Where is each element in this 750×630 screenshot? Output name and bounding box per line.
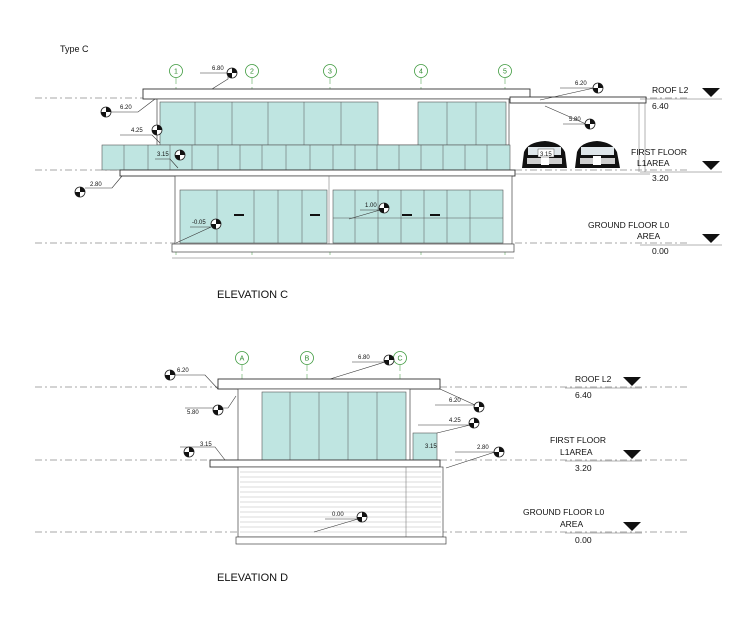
grid-bubble-1: 1 — [169, 64, 183, 78]
ground-cladding-hatch — [240, 467, 441, 537]
spot-level: 2.80 — [477, 445, 489, 451]
level-name: L1AREA — [637, 158, 670, 168]
grid-bubble-b: B — [300, 351, 314, 365]
spot-level: 3.15 — [425, 444, 437, 450]
carport-roof — [509, 96, 647, 104]
car-icon — [575, 141, 620, 168]
grid-bubble-5: 5 — [498, 64, 512, 78]
level-name: GROUND FLOOR L0 — [588, 220, 670, 230]
level-name: FIRST FLOOR — [631, 147, 687, 157]
spot-level: 1.00 — [365, 203, 377, 209]
level-name: FIRST FLOOR — [550, 435, 606, 445]
level-value: 0.00 — [652, 246, 669, 256]
roof-slab-d — [217, 378, 441, 390]
ground-glazing-left — [179, 189, 328, 244]
level-name: AREA — [637, 231, 660, 241]
level-name: ROOF L2 — [575, 374, 612, 384]
spot-level: 2.80 — [90, 182, 102, 188]
grid-bubble-4: 4 — [414, 64, 428, 78]
svg-text:2: 2 — [250, 69, 254, 76]
level-value: 3.20 — [652, 173, 669, 183]
grid-bubbles-c: 1 2 3 4 5 — [169, 64, 512, 78]
spot-level: 6.80 — [358, 355, 370, 361]
upper-glazing-left — [159, 101, 379, 146]
upper-glazing-right — [417, 101, 507, 146]
level-value: 3.20 — [575, 463, 592, 473]
level-name: ROOF L2 — [652, 85, 689, 95]
grid-bubbles-d: A B C — [235, 351, 407, 365]
svg-text:3: 3 — [328, 69, 332, 76]
level-value: 6.40 — [575, 390, 592, 400]
level-value: 0.00 — [575, 535, 592, 545]
svg-text:4: 4 — [419, 69, 423, 76]
level-value: 6.40 — [652, 101, 669, 111]
svg-text:1: 1 — [174, 69, 178, 76]
first-floor-slab-d — [209, 459, 441, 468]
elevation-d — [35, 365, 690, 545]
level-name: GROUND FLOOR L0 — [523, 507, 605, 517]
level-tags-c: ROOF L2 6.40 FIRST FLOOR L1AREA 3.20 GRO… — [588, 85, 722, 256]
svg-text:5: 5 — [503, 69, 507, 76]
spot-level: 6.20 — [120, 105, 132, 111]
spot-levels-d: 6.20 5.80 6.80 6.20 4.25 3.15 3.15 2.80 … — [164, 354, 505, 533]
grid-bubble-3: 3 — [323, 64, 337, 78]
grid-bubble-2: 2 — [245, 64, 259, 78]
svg-text:C: C — [397, 356, 402, 363]
spot-level: 5.80 — [569, 117, 581, 123]
spot-level: 3.15 — [157, 152, 169, 158]
spot-level: 4.25 — [449, 418, 461, 424]
spot-levels-c: 6.80 6.20 4.25 2.80 3.15 -0.05 1.00 6.20… — [74, 66, 604, 244]
level-tags-d: ROOF L2 6.40 FIRST FLOOR L1AREA 3.20 GRO… — [523, 374, 642, 545]
svg-text:B: B — [305, 356, 310, 363]
spot-level: 0.00 — [332, 512, 344, 518]
level-name: AREA — [560, 519, 583, 529]
spot-level: 4.25 — [131, 128, 143, 134]
plinth-c — [171, 243, 515, 253]
first-floor-slab-c — [119, 169, 516, 177]
spot-level: 6.20 — [177, 368, 189, 374]
elevation-c-title: ELEVATION C — [217, 289, 288, 301]
plinth-d — [235, 536, 447, 545]
roof-slab-c — [142, 88, 531, 100]
ground-glazing-right — [332, 189, 504, 244]
svg-text:A: A — [240, 356, 245, 363]
spot-level: 6.20 — [449, 398, 461, 404]
type-label: Type C — [60, 44, 89, 54]
spot-level: 5.80 — [187, 410, 199, 416]
spot-level: 3.15 — [540, 152, 552, 158]
level-name: L1AREA — [560, 447, 593, 457]
elevation-c — [35, 78, 690, 259]
grid-bubble-a: A — [235, 351, 249, 365]
grid-bubble-c: C — [393, 351, 407, 365]
spot-level: 6.80 — [212, 66, 224, 72]
spot-level: 6.20 — [575, 81, 587, 87]
spot-level: -0.05 — [192, 220, 206, 226]
upper-glazing-d — [261, 391, 407, 463]
elevation-d-title: ELEVATION D — [217, 572, 288, 584]
spot-level: 3.15 — [200, 442, 212, 448]
